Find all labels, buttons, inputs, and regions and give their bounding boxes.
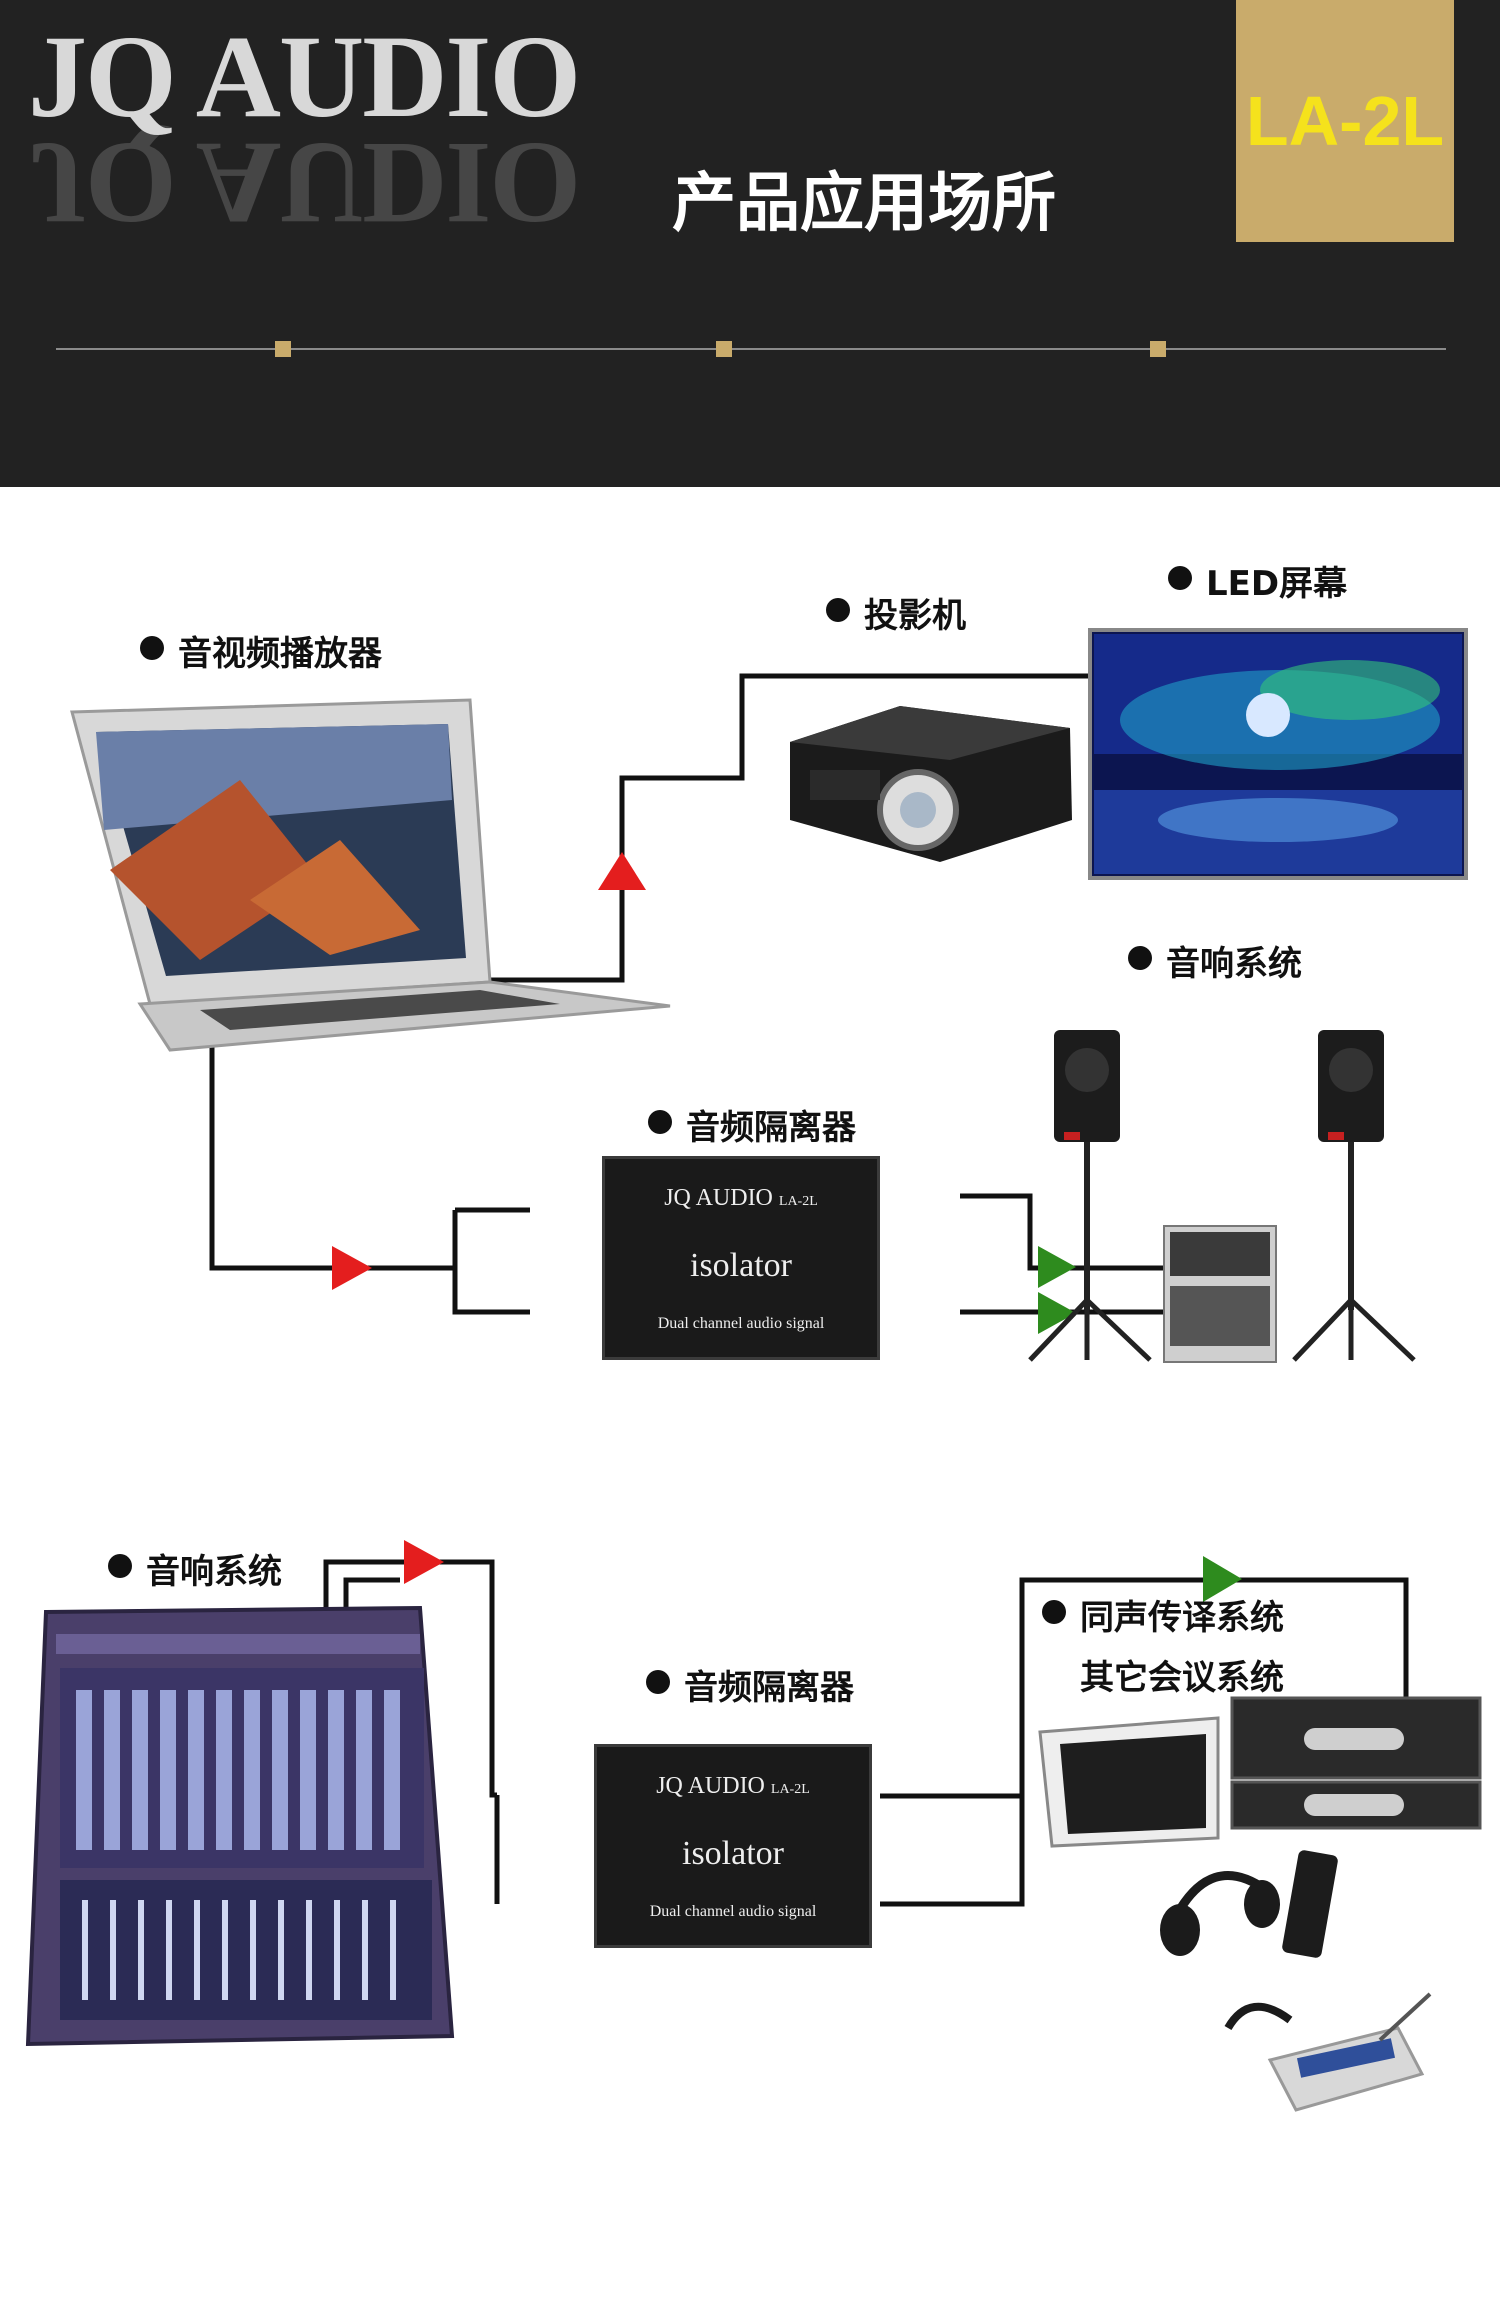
bullet-icon [108,1554,132,1578]
label-led-screen: LED屏幕 [1168,556,1347,605]
mixer-small-image [1164,1226,1276,1362]
isolator-desc: Dual channel audio signal [605,1315,877,1333]
arrow-up-icon [598,852,646,890]
label-projector: 投影机 [826,588,966,637]
arrow-right-icon [1038,1292,1076,1334]
bullet-icon [1128,946,1152,970]
headphones-image [1160,1849,1339,1958]
isolator-name: isolator [597,1835,869,1873]
bullet-icon [1168,566,1192,590]
isolator-brand: JQ AUDIO [664,1185,773,1211]
isolator-device: JQ AUDIO LA-2L isolator Dual channel aud… [602,1156,880,1360]
laptop-image [72,700,670,1050]
bullet-icon [648,1110,672,1134]
isolator-name: isolator [605,1247,877,1285]
label-audio-isolator: 音频隔离器 [648,1100,856,1149]
isolator-device: JQ AUDIO LA-2L isolator Dual channel aud… [594,1744,872,1948]
bullet-icon [1042,1600,1066,1624]
arrow-right-icon [404,1540,444,1584]
isolator-model: LA-2L [779,1194,818,1209]
label-sound-system-2: 音响系统 [108,1544,282,1593]
interpretation-booth-image [1040,1718,1218,1846]
mixer-large-image [28,1608,452,2044]
bullet-icon [140,636,164,660]
isolator-desc: Dual channel audio signal [597,1903,869,1921]
label-conference-system: 其它会议系统 [1080,1650,1284,1699]
projector-image [790,706,1072,862]
arrow-right-icon [332,1246,372,1290]
amplifier-image [1232,1698,1480,1828]
bullet-icon [826,598,850,622]
label-av-player: 音视频播放器 [140,626,382,675]
bullet-icon [646,1670,670,1694]
delegate-unit-image [1228,1994,1430,2110]
label-audio-isolator-2: 音频隔离器 [646,1660,854,1709]
arrow-right-icon [1038,1246,1076,1288]
label-interpretation-system: 同声传译系统 [1042,1590,1284,1639]
led-screen-image [1090,630,1466,878]
speaker-right-image [1294,1030,1414,1360]
isolator-model: LA-2L [771,1782,810,1797]
label-sound-system: 音响系统 [1128,936,1302,985]
isolator-brand: JQ AUDIO [656,1773,765,1799]
